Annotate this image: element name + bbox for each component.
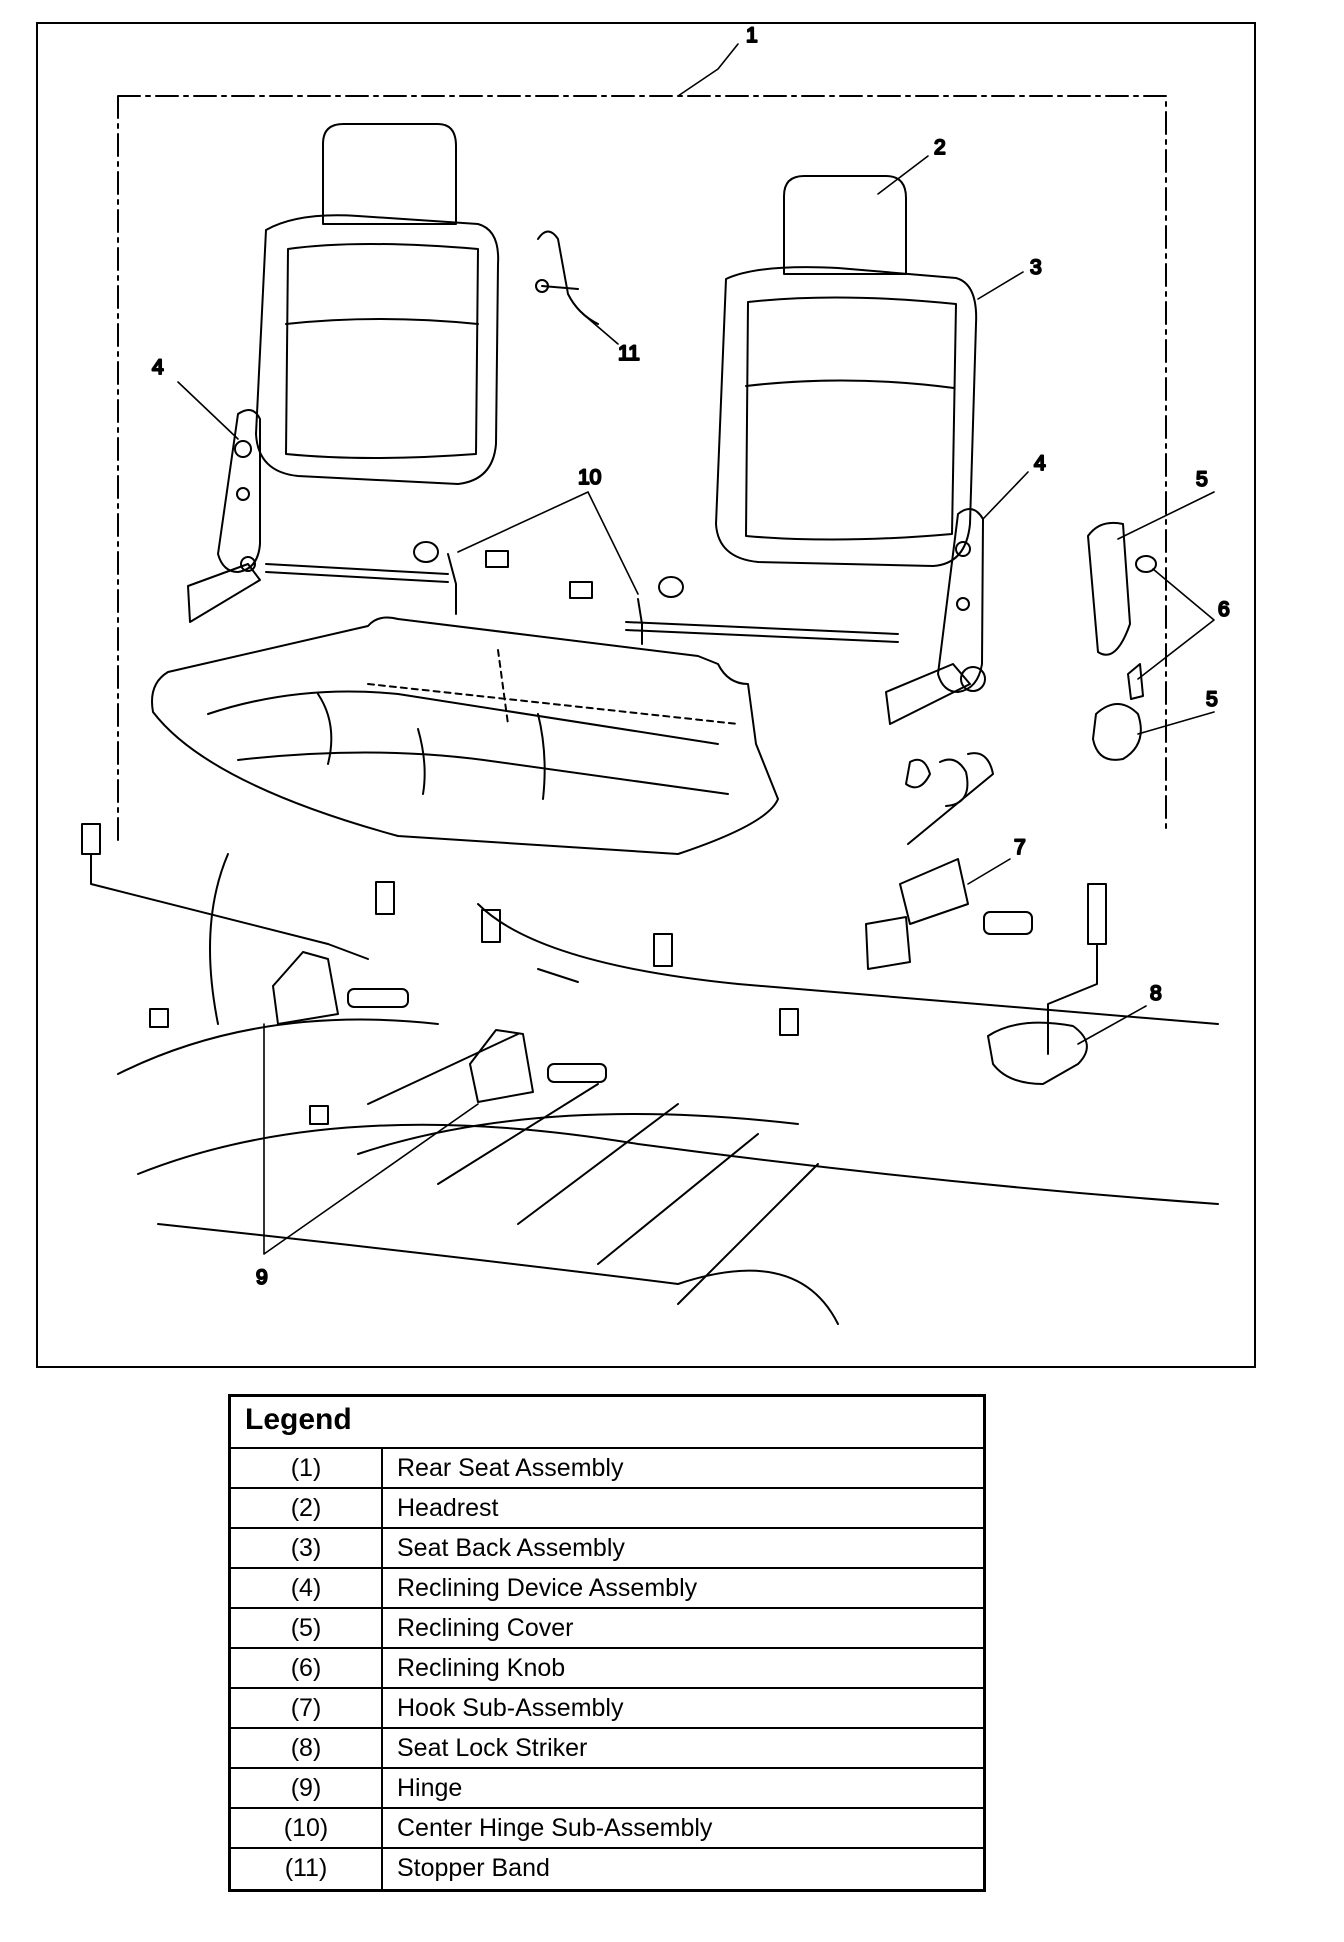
callout-10: 10	[578, 466, 601, 489]
legend-row: (4) Reclining Device Assembly	[231, 1569, 983, 1609]
legend-number: (1)	[231, 1449, 383, 1487]
legend-number: (10)	[231, 1809, 383, 1847]
right-seat-back	[715, 175, 978, 567]
legend-row: (7) Hook Sub-Assembly	[231, 1689, 983, 1729]
callout-5-top: 5	[1196, 468, 1208, 491]
callout-1: 1	[746, 24, 758, 47]
seat-exploded-illustration: 1 2 3 4 4 5 5 6 7 8 9 10 11	[81, 24, 1231, 1325]
callout-9: 9	[256, 1266, 268, 1289]
center-hinge-rods	[265, 541, 899, 645]
callout-11: 11	[618, 342, 640, 365]
callout-7: 7	[1014, 836, 1026, 859]
leader-lines	[177, 43, 1215, 1255]
legend-number: (9)	[231, 1769, 383, 1807]
legend-row: (6) Reclining Knob	[231, 1649, 983, 1689]
legend-number: (11)	[231, 1849, 383, 1889]
legend-number: (5)	[231, 1609, 383, 1647]
floor-contours	[117, 853, 1219, 1325]
legend-row: (8) Seat Lock Striker	[231, 1729, 983, 1769]
right-reclining-device	[885, 508, 986, 725]
legend-description: Stopper Band	[397, 1854, 550, 1882]
legend-description: Reclining Knob	[397, 1654, 566, 1682]
legend-number: (2)	[231, 1489, 383, 1527]
legend-row: (5) Reclining Cover	[231, 1609, 983, 1649]
seat-cushion	[151, 616, 779, 855]
legend-description: Reclining Cover	[397, 1614, 574, 1642]
legend-description: Center Hinge Sub-Assembly	[397, 1814, 713, 1842]
stopper-band	[535, 230, 599, 325]
legend-description: Headrest	[397, 1494, 499, 1522]
legend-row: (11) Stopper Band	[231, 1849, 983, 1889]
left-reclining-device	[187, 409, 261, 623]
callout-8: 8	[1150, 982, 1162, 1005]
left-seat-back	[255, 123, 500, 485]
legend-row: (10) Center Hinge Sub-Assembly	[231, 1809, 983, 1849]
legend-row: (3) Seat Back Assembly	[231, 1529, 983, 1569]
legend-title: Legend	[231, 1397, 983, 1449]
legend-description: Hook Sub-Assembly	[397, 1694, 624, 1722]
hook-hardware	[865, 752, 1033, 970]
legend-number: (8)	[231, 1729, 383, 1767]
exploded-view-diagram: 1 2 3 4 4 5 5 6 7 8 9 10 11	[36, 22, 1256, 1368]
assembly-boundary	[117, 95, 1167, 845]
legend-description: Seat Back Assembly	[397, 1534, 625, 1562]
legend-row: (1) Rear Seat Assembly	[231, 1449, 983, 1489]
callout-5-bottom: 5	[1206, 688, 1218, 711]
callout-3: 3	[1030, 256, 1042, 279]
legend-number: (4)	[231, 1569, 383, 1607]
legend-description: Rear Seat Assembly	[397, 1454, 624, 1482]
callout-4-right: 4	[1034, 452, 1046, 475]
legend-row: (9) Hinge	[231, 1769, 983, 1809]
legend-number: (3)	[231, 1529, 383, 1567]
legend-description: Reclining Device Assembly	[397, 1574, 698, 1602]
legend-table: Legend (1) Rear Seat Assembly (2) Headre…	[228, 1394, 986, 1892]
callout-2: 2	[934, 136, 946, 159]
legend-number: (6)	[231, 1649, 383, 1687]
hinges	[81, 823, 799, 1125]
callout-4-left: 4	[152, 356, 164, 379]
legend-row: (2) Headrest	[231, 1489, 983, 1529]
reclining-covers	[1087, 521, 1157, 761]
legend-description: Seat Lock Striker	[397, 1734, 588, 1762]
seat-lock-striker	[987, 883, 1107, 1085]
legend-description: Hinge	[397, 1774, 463, 1802]
legend-number: (7)	[231, 1689, 383, 1727]
callout-6: 6	[1218, 598, 1230, 621]
